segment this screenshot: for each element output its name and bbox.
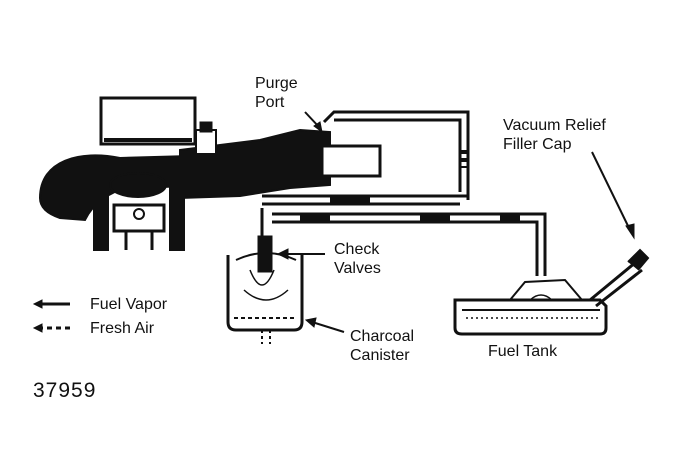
purge-port-label-line1: Purge [255, 75, 298, 92]
charcoal-canister-label-line2: Canister [350, 347, 410, 364]
fuel-tank-drawing [453, 248, 650, 336]
air-cleaner-housing [99, 96, 197, 146]
charcoal-canister-label-line1: Charcoal [350, 328, 415, 345]
legend-symbols [32, 299, 70, 333]
block-wall-left [93, 179, 109, 251]
check-valves-label-line1: Check [334, 241, 380, 258]
purge-line [262, 110, 470, 206]
vacuum-relief-cap-label: Vacuum Relief Filler Cap [503, 116, 606, 154]
charcoal-canister-label: Charcoal Canister [350, 327, 414, 365]
purge-port-label-line2: Port [255, 94, 285, 111]
intake-runner [179, 128, 331, 200]
check-valves-label: Check Valves [334, 240, 381, 278]
figure-number: 37959 [33, 379, 97, 402]
throttle-pipe [320, 144, 382, 178]
vapor-line [260, 208, 547, 276]
fresh-air-legend-label: Fresh Air [90, 320, 155, 337]
check-valves-label-line2: Valves [334, 260, 381, 277]
block-wall-right [169, 179, 185, 251]
fuel-tank-label: Fuel Tank [488, 343, 558, 360]
fuel-vapor-legend-label: Fuel Vapor [90, 296, 168, 313]
charcoal-canister-drawing [226, 235, 304, 344]
engine-assembly [38, 96, 382, 251]
vacuum-relief-label-line2: Filler Cap [503, 136, 572, 153]
spark-plug [195, 129, 217, 155]
purge-port-label: Purge Port [255, 74, 298, 112]
vacuum-relief-label-line1: Vacuum Relief [503, 117, 606, 134]
leader-lines [276, 111, 635, 333]
